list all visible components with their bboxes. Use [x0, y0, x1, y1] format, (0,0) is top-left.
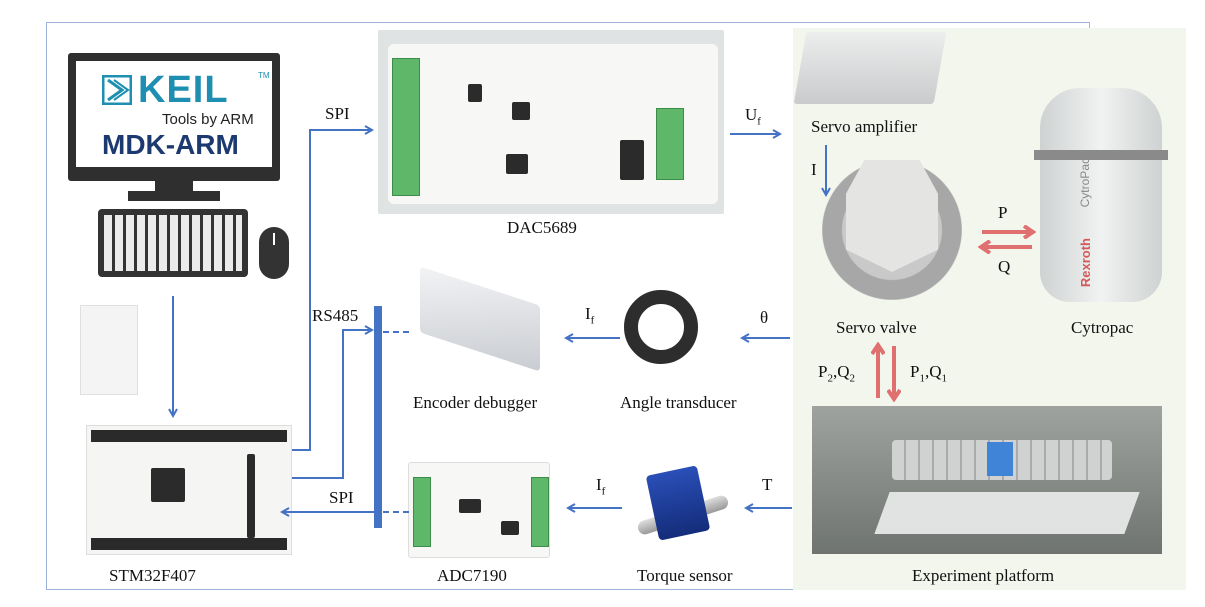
encoder-debugger-label: Encoder debugger — [413, 393, 538, 412]
rs485-wire — [292, 330, 372, 479]
mdk-arm-label: MDK-ARM — [102, 129, 239, 160]
pc-monitor: KEIL TM Tools by ARM MDK-ARM — [68, 53, 280, 181]
monitor-screen: KEIL TM Tools by ARM MDK-ARM — [76, 61, 272, 167]
theta-label: θ — [760, 308, 769, 327]
monitor-stand-base — [128, 191, 220, 201]
keil-logo-icon — [102, 75, 132, 105]
rs485-label: RS485 — [312, 306, 359, 325]
keil-tagline: Tools by ARM — [162, 111, 254, 128]
adc7190-board-image — [408, 462, 550, 558]
spi-bottom-label: SPI — [329, 488, 354, 507]
p2q2-label: P2,Q2 — [818, 362, 855, 385]
adc7190-label: ADC7190 — [437, 566, 507, 585]
experiment-platform-label: Experiment platform — [912, 566, 1055, 585]
servo-amplifier-label: Servo amplifier — [811, 117, 918, 136]
current-label: I — [811, 160, 817, 179]
mouse-icon — [259, 227, 289, 279]
cytropac-label: Cytropac — [1071, 318, 1134, 337]
spi-to-dac-wire — [292, 130, 372, 451]
stm32f407-label: STM32F407 — [109, 566, 196, 585]
dap-debugger-image — [80, 305, 138, 395]
uf-label: Uf — [745, 105, 761, 128]
keyboard-icon — [98, 209, 248, 277]
communication-bus-bar — [374, 306, 382, 528]
torque-sensor-label: Torque sensor — [637, 566, 733, 585]
torque-signal-label: T — [762, 475, 773, 494]
cytropac-image: CytroPac Rexroth — [1034, 88, 1168, 302]
servo-valve-image — [822, 160, 962, 300]
pressure-label: P — [998, 203, 1008, 222]
keil-logo-word: KEIL — [138, 69, 229, 111]
p1q1-label: P1,Q1 — [910, 362, 947, 385]
spi-top-label: SPI — [325, 104, 350, 123]
dac5689-board-image — [378, 30, 724, 214]
dac5689-label: DAC5689 — [507, 218, 577, 237]
angle-transducer-label: Angle transducer — [620, 393, 737, 412]
keil-trademark: TM — [258, 71, 270, 80]
experiment-platform-image — [812, 406, 1162, 554]
if-encoder-label: If — [585, 304, 595, 327]
flow-label: Q — [998, 257, 1011, 276]
monitor-stand — [155, 181, 193, 193]
servo-valve-label: Servo valve — [836, 318, 917, 337]
if-torque-label: If — [596, 475, 606, 498]
stm32f407-board-image — [86, 425, 292, 555]
